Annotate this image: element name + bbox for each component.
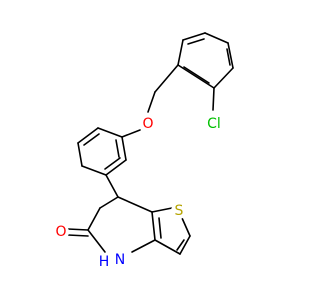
bond xyxy=(77,142,83,167)
bond xyxy=(176,239,185,251)
bond xyxy=(151,211,156,241)
bond xyxy=(87,229,106,253)
bond xyxy=(83,133,100,146)
bond xyxy=(177,64,215,89)
carbonyl-oxygen-label: O xyxy=(55,224,66,240)
bond xyxy=(131,239,156,253)
bond xyxy=(105,174,119,198)
bond xyxy=(179,235,191,255)
bond xyxy=(154,64,179,93)
bond xyxy=(158,217,162,239)
atom-labels: O Cl S O N H xyxy=(53,114,224,270)
amide-hydrogen-label: H xyxy=(99,254,110,270)
bond xyxy=(67,234,89,237)
bond xyxy=(104,157,121,170)
bond xyxy=(182,32,206,41)
bond xyxy=(177,39,184,66)
bond xyxy=(213,67,234,89)
bond xyxy=(226,48,231,66)
bond xyxy=(81,165,107,176)
bond xyxy=(117,196,153,213)
bond xyxy=(121,136,127,161)
bond xyxy=(147,91,156,113)
bond xyxy=(105,159,127,176)
bond xyxy=(154,239,181,255)
bond xyxy=(97,127,123,138)
bond xyxy=(204,32,229,44)
bond xyxy=(151,207,173,213)
bond xyxy=(183,66,210,84)
ether-oxygen-label: O xyxy=(142,116,153,132)
bond xyxy=(77,127,99,144)
bonds xyxy=(67,32,234,255)
chlorine-label: Cl xyxy=(207,116,221,132)
bond xyxy=(87,207,101,231)
bond xyxy=(181,217,191,237)
molecule-structure: O Cl S O N H xyxy=(53,32,234,270)
bond xyxy=(187,38,205,45)
nitrogen-label: N xyxy=(115,252,125,268)
bond xyxy=(99,196,119,209)
bond xyxy=(212,87,215,111)
bond xyxy=(121,129,141,138)
sulfur-label: S xyxy=(175,203,184,219)
bond xyxy=(115,139,120,158)
bond xyxy=(67,228,89,231)
bond xyxy=(227,42,234,69)
